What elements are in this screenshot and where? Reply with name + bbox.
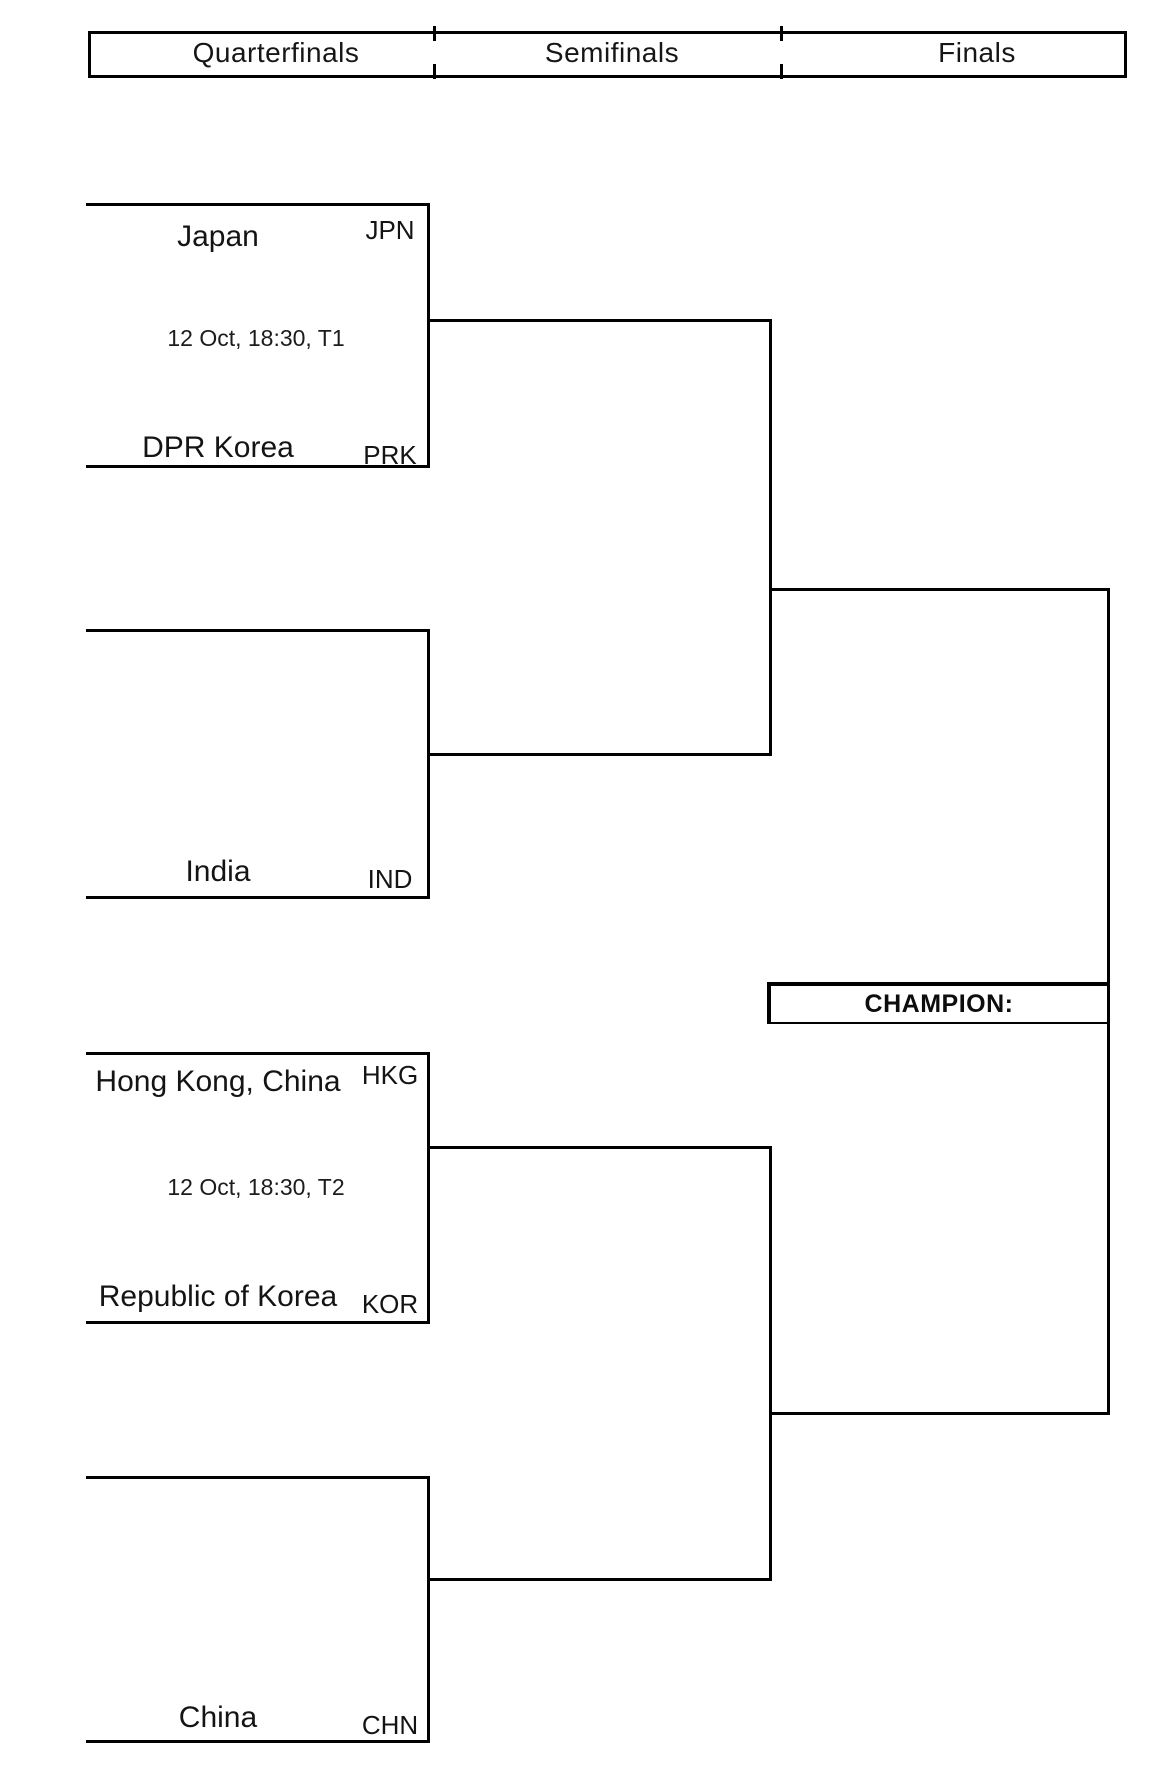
champion-box: CHAMPION: xyxy=(767,982,1107,1024)
qf3-top-team-name: Hong Kong, China xyxy=(95,1065,341,1098)
qf2-winner-line xyxy=(427,753,772,756)
header-divider-bottom-1 xyxy=(433,64,436,79)
qf4-connector xyxy=(427,1476,430,1743)
qf3-top-team-code: HKG xyxy=(361,1060,419,1090)
round-label-semifinals: Semifinals xyxy=(544,37,680,68)
qf1-bottom-team-line xyxy=(86,465,430,468)
qf4-bottom-team-code: CHN xyxy=(361,1710,419,1740)
qf1-top-team-name: Japan xyxy=(177,220,259,253)
qf2-bottom-team-code: IND xyxy=(367,864,413,894)
qf1-bottom-team-name: DPR Korea xyxy=(142,431,294,464)
qf4-winner-line xyxy=(427,1578,772,1581)
qf3-bottom-team-line xyxy=(86,1321,430,1324)
qf1-bottom-team-code: PRK xyxy=(363,440,417,470)
qf3-bottom-team-code: KOR xyxy=(361,1289,419,1319)
qf2-connector xyxy=(427,629,430,899)
sf2-winner-line xyxy=(769,1412,1110,1415)
qf1-winner-line xyxy=(427,319,772,322)
qf3-bottom-team-name: Republic of Korea xyxy=(98,1280,338,1313)
qf4-bottom-team: China CHN xyxy=(86,1698,430,1740)
qf2-bottom-team-name: India xyxy=(185,855,251,888)
qf2-top-team-line xyxy=(86,629,430,632)
sf1-winner-line xyxy=(769,588,1110,591)
qf4-bottom-team-name: China xyxy=(178,1701,258,1734)
qf3-winner-line xyxy=(427,1146,772,1149)
qf3-top-team-line xyxy=(86,1052,430,1055)
qf2-bottom-team: India IND xyxy=(86,852,430,894)
round-label-finals: Finals xyxy=(938,37,1016,68)
round-header-box xyxy=(88,31,1127,78)
qf3-schedule: 12 Oct, 18:30, T2 xyxy=(167,1174,345,1200)
sf1-connector xyxy=(769,319,772,756)
header-divider-bottom-2 xyxy=(780,64,783,79)
qf3-top-team: Hong Kong, China HKG xyxy=(86,1060,430,1102)
qf1-schedule: 12 Oct, 18:30, T1 xyxy=(167,325,345,351)
qf3-bottom-team: Republic of Korea KOR xyxy=(86,1277,430,1319)
header-divider-top-2 xyxy=(780,26,783,41)
qf2-bottom-team-line xyxy=(86,896,430,899)
round-label-quarterfinals: Quarterfinals xyxy=(192,37,360,68)
qf1-top-team-code: JPN xyxy=(365,215,415,245)
qf1-connector xyxy=(427,203,430,468)
final-connector xyxy=(1107,588,1110,1415)
champion-label: CHAMPION: xyxy=(864,989,1014,1018)
qf1-top-team: Japan JPN xyxy=(86,215,430,257)
qf1-top-team-line xyxy=(86,203,430,206)
qf4-top-team-line xyxy=(86,1476,430,1479)
header-divider-top-1 xyxy=(433,26,436,41)
qf1-bottom-team: DPR Korea PRK xyxy=(86,428,430,470)
qf4-bottom-team-line xyxy=(86,1740,430,1743)
qf3-connector xyxy=(427,1052,430,1324)
sf2-connector xyxy=(769,1146,772,1581)
